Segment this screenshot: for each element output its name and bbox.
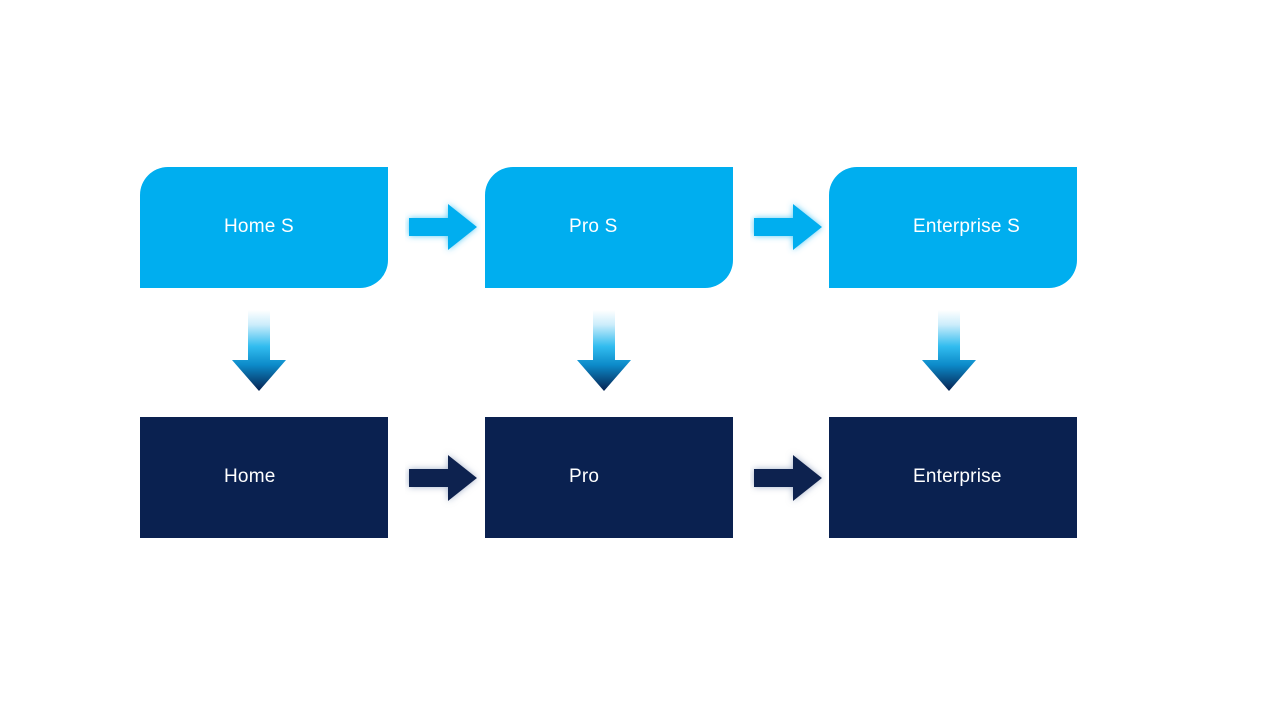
node-label: Pro S xyxy=(569,216,618,238)
node-label: Home xyxy=(224,466,276,488)
node-pro-s[interactable]: Pro S xyxy=(485,167,733,288)
node-label: Enterprise xyxy=(913,466,1002,488)
node-home[interactable]: Home xyxy=(140,417,388,538)
arrow-down-icon xyxy=(573,308,635,394)
arrow-down-icon xyxy=(228,308,290,394)
node-home-s[interactable]: Home S xyxy=(140,167,388,288)
arrow-down-icon xyxy=(918,308,980,394)
node-label: Pro xyxy=(569,466,600,488)
arrow-right-icon xyxy=(405,448,481,508)
node-label: Enterprise S xyxy=(913,216,1020,238)
node-enterprise-s[interactable]: Enterprise S xyxy=(829,167,1077,288)
node-pro[interactable]: Pro xyxy=(485,417,733,538)
node-label: Home S xyxy=(224,216,294,238)
arrow-right-icon xyxy=(405,197,481,257)
node-enterprise[interactable]: Enterprise xyxy=(829,417,1077,538)
arrow-right-icon xyxy=(750,197,826,257)
arrow-right-icon xyxy=(750,448,826,508)
